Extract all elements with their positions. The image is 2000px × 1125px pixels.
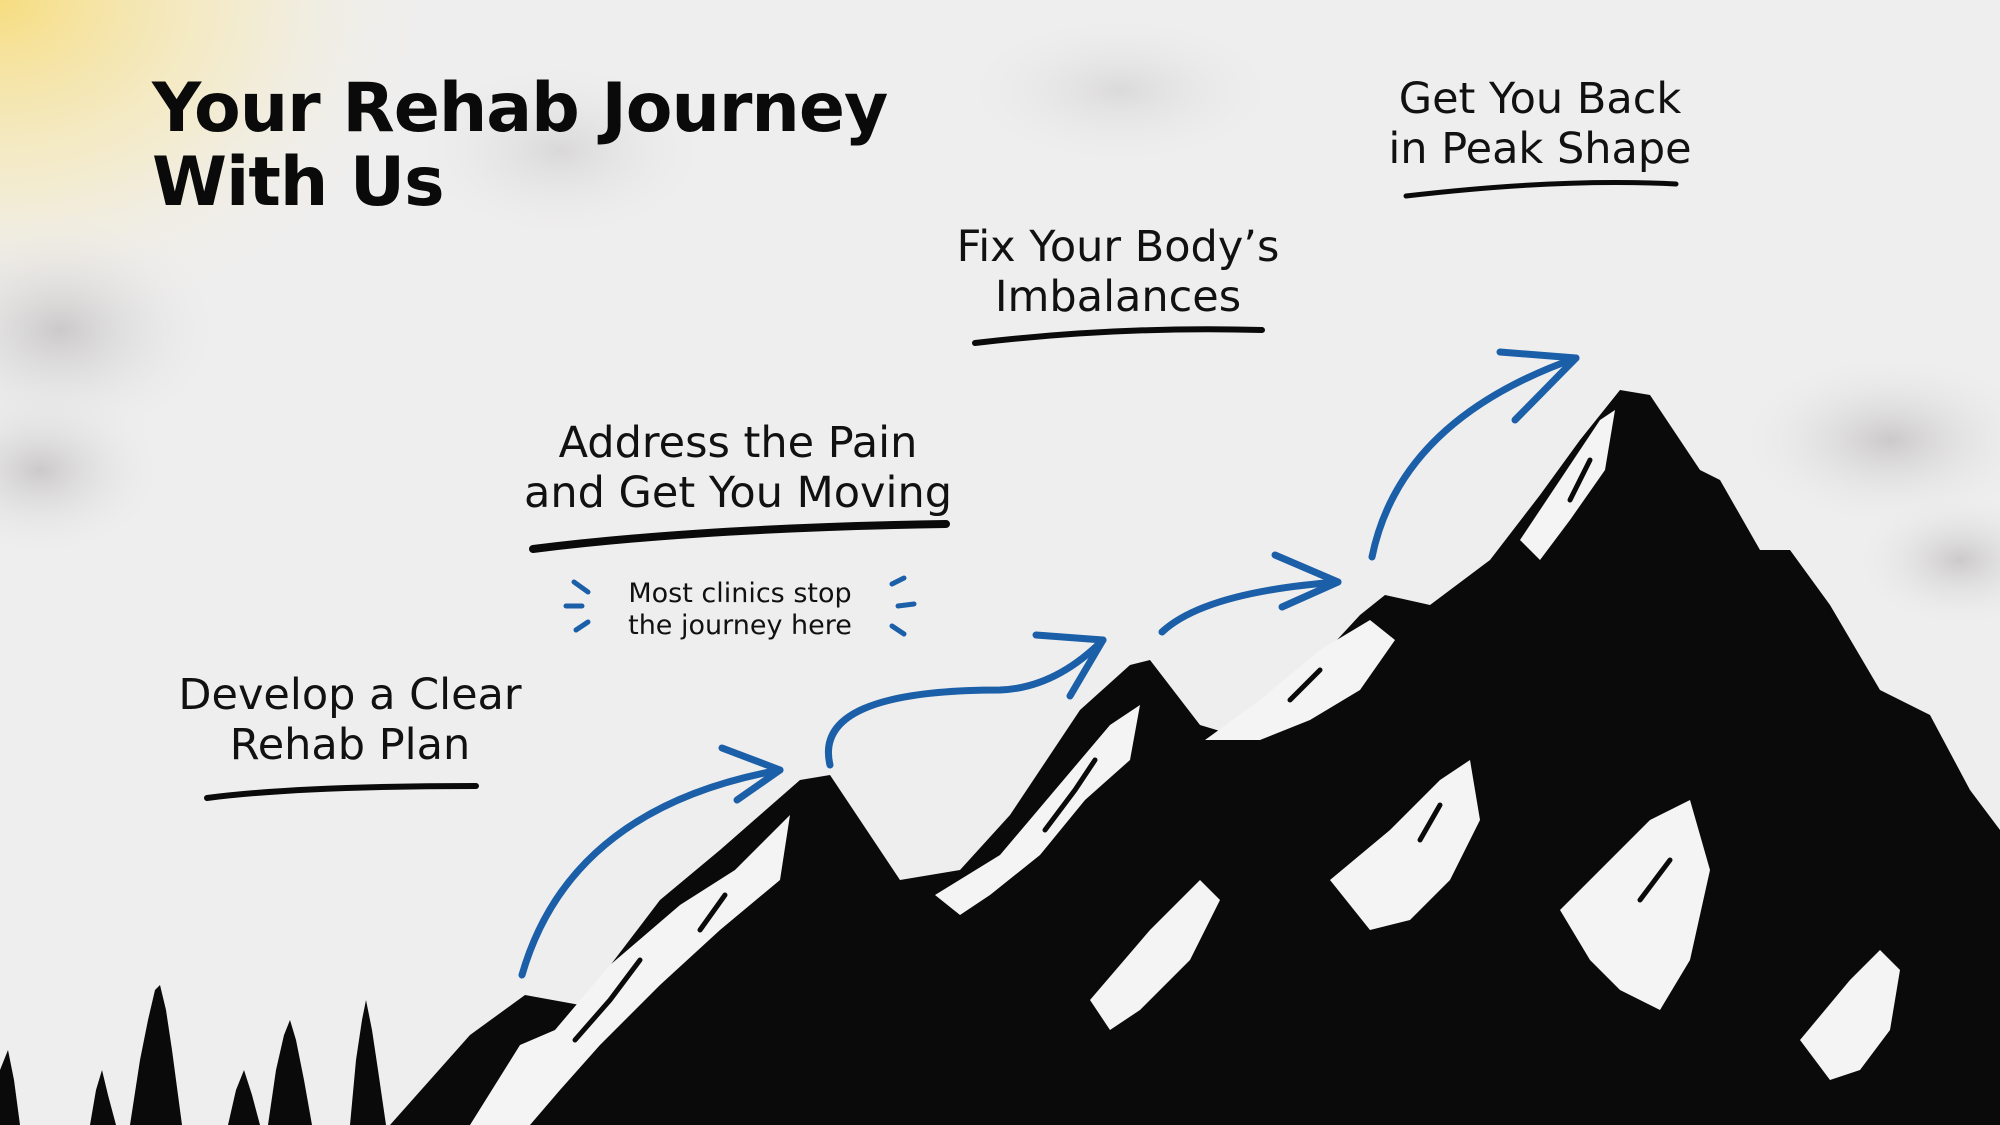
underlines [204,180,1679,801]
arrow [1158,551,1342,636]
step-label-line2: in Peak Shape [1388,124,1692,174]
step-fix-imbalances: Fix Your Body’s Imbalances [918,222,1318,322]
step-label-line2: Rehab Plan [229,720,471,770]
page-title-line2: With Us [152,143,445,222]
clouds [0,10,2000,630]
step-label-line2: Imbalances [994,272,1242,322]
step-peak-shape: Get You Back in Peak Shape [1350,74,1730,174]
page-title-line1: Your Rehab Journey [152,69,888,148]
step-develop-plan: Develop a Clear Rehab Plan [150,670,550,770]
step-address-pain: Address the Pain and Get You Moving [488,418,988,518]
step-label-line1: Develop a Clear [178,670,522,720]
mountain-range [390,390,2000,1125]
clinic-note-line1: Most clinics stop [628,578,852,609]
step-label-line1: Fix Your Body’s [956,222,1280,272]
emphasis-burst-icon [563,575,917,637]
page-title: Your Rehab Journey With Us [152,69,888,222]
step-label-line1: Address the Pain [558,418,918,468]
arrows [518,348,1580,979]
pine-trees [0,985,386,1125]
clinic-note: Most clinics stop the journey here [600,578,880,642]
step-label-line1: Get You Back [1398,74,1682,124]
step-label-line2: and Get You Moving [523,468,952,518]
clinic-note-line2: the journey here [628,610,852,641]
arrow [518,744,784,979]
arrow [1368,348,1580,561]
arrow [825,631,1107,769]
